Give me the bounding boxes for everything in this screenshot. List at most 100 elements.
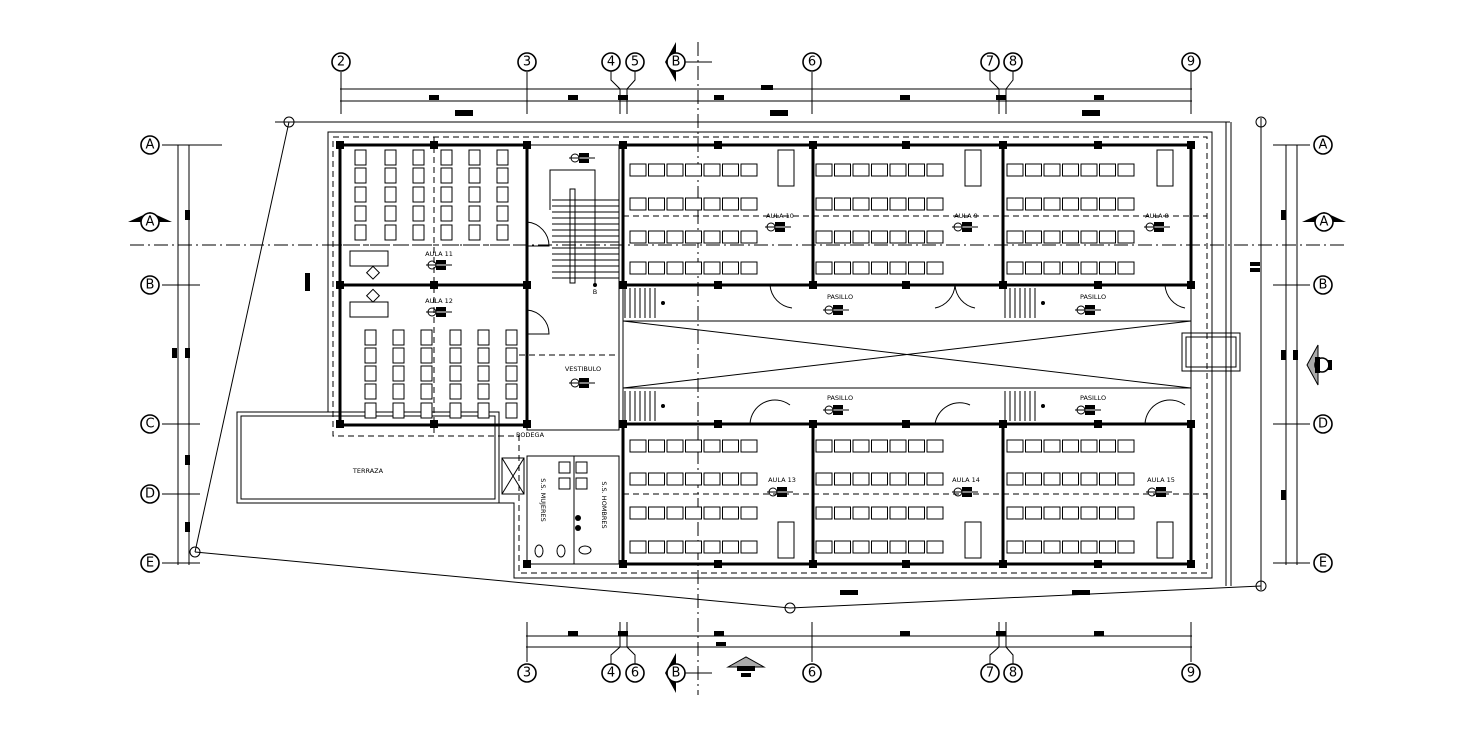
student-desk <box>685 197 702 211</box>
student-desk <box>449 329 462 346</box>
structural-column <box>619 420 627 428</box>
structural-column <box>523 141 531 149</box>
left-dimension-lines <box>172 145 310 565</box>
student-desk <box>815 261 833 275</box>
student-desk <box>449 365 462 382</box>
room-label-aula-15: AULA 15 <box>1147 476 1175 484</box>
structural-column <box>430 281 438 289</box>
structural-column <box>902 281 910 289</box>
structural-column <box>714 281 722 289</box>
axis-bubble-top: 6 <box>802 52 822 72</box>
light-fixture-icon <box>833 411 843 415</box>
student-desk <box>412 167 425 184</box>
student-desk <box>440 167 453 184</box>
student-desk <box>889 261 907 275</box>
student-desk <box>354 224 367 241</box>
student-desk <box>420 365 433 382</box>
student-desk <box>1006 163 1024 177</box>
axis-bubble-top: 5 <box>625 52 645 72</box>
student-desk <box>477 365 490 382</box>
student-desk <box>364 347 377 364</box>
student-desk <box>666 472 684 486</box>
stair-label: B <box>593 288 597 296</box>
student-desk <box>1025 472 1042 486</box>
student-desk <box>834 540 851 554</box>
student-desk <box>740 540 758 554</box>
main-stair: B <box>519 144 620 431</box>
central-void <box>622 320 1192 389</box>
student-desk <box>412 224 425 241</box>
structural-column <box>902 560 910 568</box>
student-desk <box>1080 506 1098 520</box>
student-desk <box>1099 261 1116 275</box>
structural-column <box>714 141 722 149</box>
light-fixture-icon <box>962 487 972 491</box>
svg-text:6: 6 <box>808 666 816 681</box>
student-desk <box>815 163 833 177</box>
student-desk <box>1062 230 1079 244</box>
student-desk <box>1099 197 1116 211</box>
ss-hombres-label: S.S. HOMBRES <box>600 481 608 528</box>
structural-column <box>1094 141 1102 149</box>
building-outline <box>236 122 1241 586</box>
student-desk <box>740 439 758 453</box>
light-fixture-icon <box>777 487 787 491</box>
student-desk <box>384 186 397 203</box>
student-desk <box>449 383 462 400</box>
student-desk <box>1025 506 1042 520</box>
structural-column <box>809 560 817 568</box>
student-desk <box>815 506 833 520</box>
axis-bubble-top: 2 <box>331 52 351 72</box>
student-desk <box>703 472 721 486</box>
svg-text:E: E <box>1319 556 1327 571</box>
student-desk <box>1025 540 1042 554</box>
student-desk <box>666 261 684 275</box>
axis-bubble-bottom: 6 <box>625 663 645 683</box>
student-desk <box>1062 506 1079 520</box>
student-desk <box>703 197 721 211</box>
student-desk <box>1043 439 1061 453</box>
student-desk <box>722 261 739 275</box>
restrooms: S.S. MUJERES S.S. HOMBRES <box>501 455 620 565</box>
student-desk <box>629 230 647 244</box>
student-desk <box>1117 472 1135 486</box>
svg-text:7: 7 <box>986 666 994 681</box>
room-label-pasillo: PASILLO <box>827 394 853 402</box>
student-desk <box>1117 230 1135 244</box>
light-fixture-icon <box>579 153 589 157</box>
light-fixture-icon <box>579 384 589 388</box>
student-desk <box>834 197 851 211</box>
student-desk <box>926 197 944 211</box>
student-desk <box>1117 261 1135 275</box>
room-label-terraza: TERRAZA <box>352 467 384 475</box>
teacher-chair <box>365 288 381 303</box>
student-desk <box>815 540 833 554</box>
structural-column <box>902 141 910 149</box>
student-desk <box>440 205 453 222</box>
structural-column <box>523 281 531 289</box>
student-desk <box>1117 540 1135 554</box>
student-desk <box>871 472 888 486</box>
room-label-bodega: BODEGA <box>516 431 545 439</box>
svg-text:B: B <box>672 666 681 681</box>
student-desk <box>648 261 665 275</box>
room-label-aula-14: AULA 14 <box>952 476 980 484</box>
student-desk <box>1043 261 1061 275</box>
axis-bubble-bottom: 4 <box>601 663 621 683</box>
student-desk <box>666 163 684 177</box>
upper-classrooms <box>621 143 1207 322</box>
student-desk <box>384 224 397 241</box>
structural-column <box>619 281 627 289</box>
student-desk <box>354 205 367 222</box>
student-desk <box>496 167 509 184</box>
student-desk <box>815 472 833 486</box>
light-fixture-icon <box>436 266 446 270</box>
student-desk <box>1062 197 1079 211</box>
student-desk <box>1117 197 1135 211</box>
axis-bubble-left: A <box>140 135 160 155</box>
section-marker-b-top: B <box>665 42 712 82</box>
student-desk <box>1117 439 1135 453</box>
student-desk <box>354 186 367 203</box>
structural-column <box>1187 281 1195 289</box>
elevation-marker-right <box>1306 344 1332 386</box>
